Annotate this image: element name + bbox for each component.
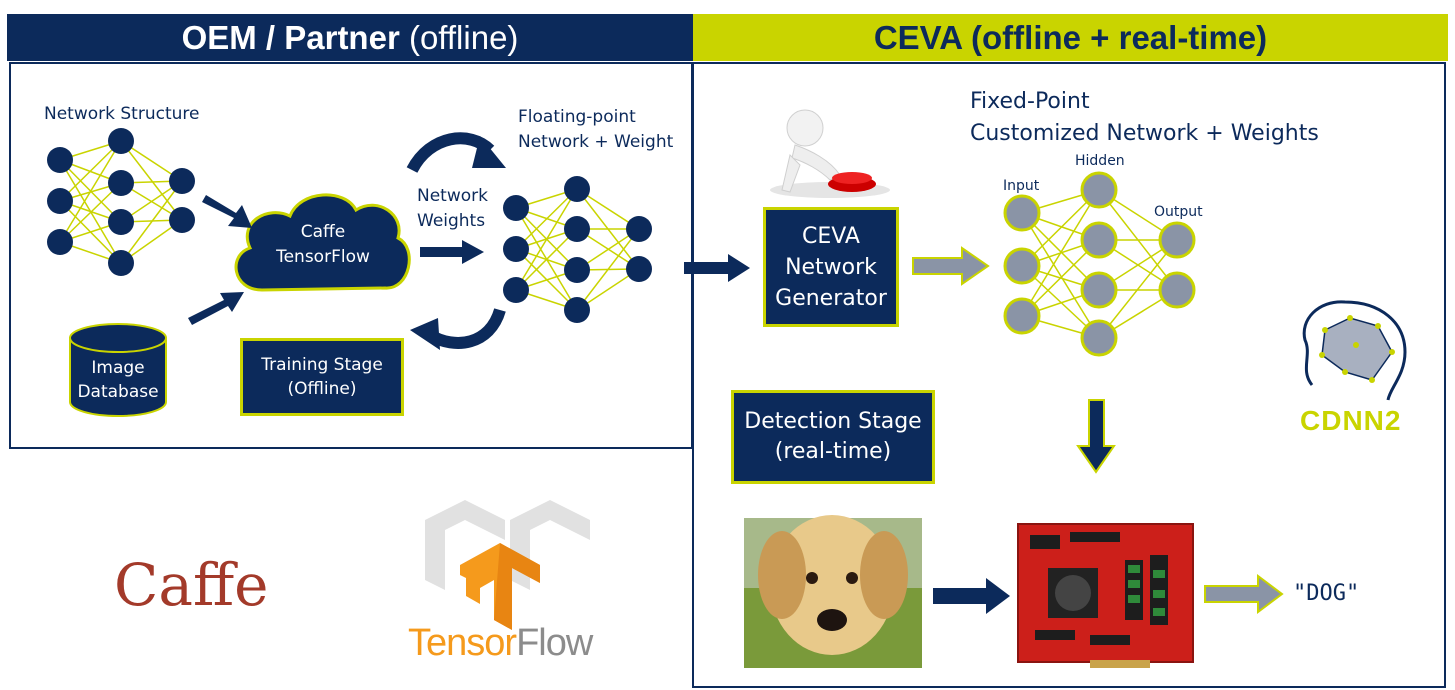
ceva-gen-line1: CEVA [802, 223, 860, 249]
floating-line2: Network + Weight [518, 132, 674, 152]
ceva-network-generator-box: CEVA Network Generator [763, 207, 899, 327]
navy-arrows-right [933, 399, 1116, 614]
header-oem-partner: OEM / Partner (offline) [7, 14, 693, 61]
tensorflow-label: TensorFlow [276, 247, 370, 267]
training-stage-box: Training Stage (Offline) [240, 338, 404, 416]
caffe-tensorflow-cloud [234, 193, 411, 292]
person-button-illustration [770, 109, 890, 198]
ceva-panel [692, 62, 1446, 688]
floating-network-nodes [503, 176, 652, 323]
floating-line1: Floating-point [518, 107, 636, 127]
training-line1: Training Stage [261, 355, 383, 375]
ceva-gen-line3: Generator [775, 285, 887, 311]
network-weights-line1: Network [417, 186, 488, 206]
network-structure-edges [59, 140, 183, 264]
dog-photo [744, 515, 922, 668]
fixed-line2: Customized Network + Weights [970, 121, 1319, 146]
ceva-gen-line2: Network [785, 254, 877, 280]
floating-network-edges [515, 188, 640, 311]
network-weights-label: Network Weights [417, 184, 488, 234]
training-line2: (Offline) [287, 379, 357, 399]
fixed-network-nodes [1003, 171, 1196, 357]
floating-point-label: Floating-point Network + Weight [518, 105, 673, 155]
image-database-label: Image Database [70, 356, 166, 404]
left-arrows [188, 195, 750, 325]
result-dog-label: "DOG" [1293, 581, 1360, 606]
fixed-line1: Fixed-Point [970, 89, 1090, 114]
image-database-cylinder [69, 323, 167, 417]
grey-arrows [912, 246, 1284, 614]
output-layer-label: Output [1154, 204, 1203, 220]
fpga-board [1017, 523, 1194, 668]
cdnn2-head-logo [1302, 300, 1407, 401]
hidden-layer-label: Hidden [1075, 153, 1125, 169]
cdnn2-logo-text: CDNN2 [1300, 405, 1402, 436]
curved-arrows [406, 132, 506, 350]
detection-line2: (real-time) [774, 439, 892, 464]
image-db-line1: Image [91, 358, 145, 378]
caffe-label: Caffe [300, 222, 346, 242]
network-structure-label: Network Structure [44, 104, 200, 124]
fixed-point-label: Fixed-Point Customized Network + Weights [970, 86, 1319, 150]
tensorflow-logo-text: TensorFlow [408, 622, 593, 665]
caffe-logo: Caffe [114, 551, 269, 619]
header-left-bold: OEM / Partner [181, 19, 400, 56]
detection-line1: Detection Stage [744, 409, 922, 434]
network-weights-line2: Weights [417, 211, 486, 231]
header-ceva: CEVA (offline + real-time) [693, 14, 1448, 61]
tensorflow-wordmark: TensorFlow [408, 622, 593, 664]
tensorflow-logo-icon [425, 500, 590, 630]
header-left-normal: (offline) [408, 19, 519, 56]
input-layer-label: Input [1003, 178, 1040, 194]
caffe-tensorflow-label: Caffe TensorFlow [248, 220, 398, 270]
network-structure-nodes [47, 128, 195, 276]
detection-stage-box: Detection Stage (real-time) [731, 390, 935, 484]
image-db-line2: Database [77, 382, 159, 402]
